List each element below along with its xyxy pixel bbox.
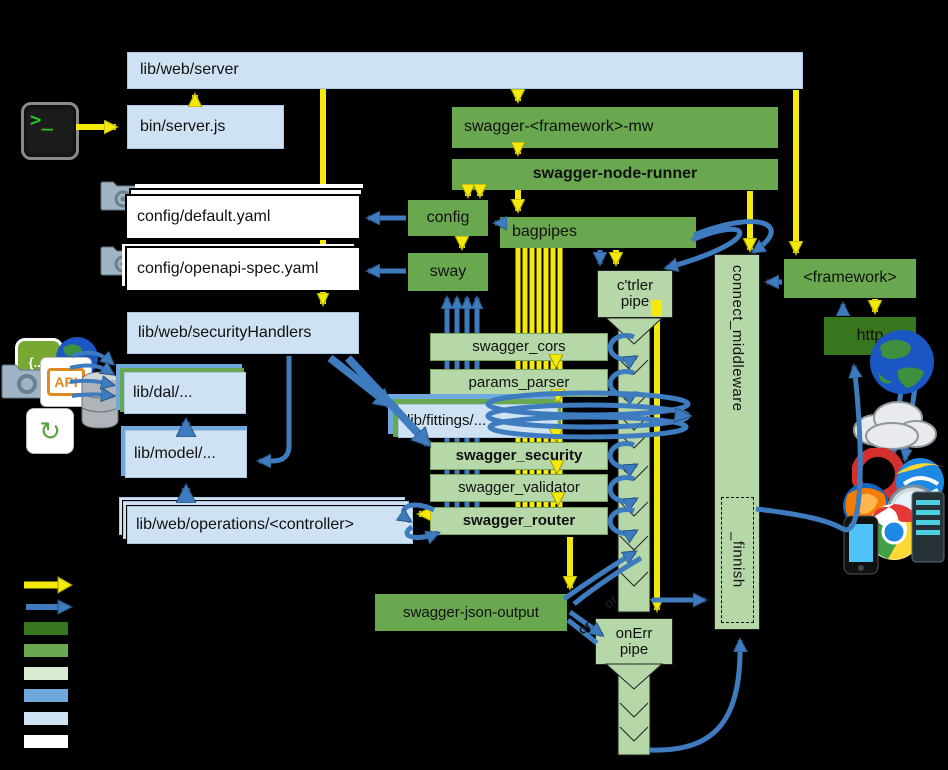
node-swagger-router: swagger_router bbox=[430, 507, 608, 535]
node-lib-fittings: lib/fittings/... bbox=[398, 404, 558, 438]
node-framework: <framework> bbox=[784, 259, 916, 298]
legend-swatch-pale-green bbox=[24, 667, 68, 680]
node-params-parser: params_parser bbox=[430, 369, 608, 397]
backend-icons-cluster: {...} API ↻ bbox=[0, 332, 125, 472]
node-swagger-framework-mw: swagger-<framework>-mw bbox=[452, 107, 778, 148]
phone-icon bbox=[843, 515, 879, 575]
folder-gear-icon bbox=[1, 364, 47, 399]
node-finnish: _finnish bbox=[721, 497, 754, 623]
legend-yellow-arrow bbox=[24, 576, 74, 594]
ctrler-chevron-column bbox=[604, 317, 664, 613]
node-swagger-security: swagger_security bbox=[430, 442, 608, 470]
node-security-handlers: lib/web/securityHandlers bbox=[127, 312, 359, 354]
node-swagger-json-output: swagger-json-output bbox=[375, 594, 567, 631]
node-ctrler-pipe: c'trler pipe bbox=[597, 270, 673, 318]
cloud-icon bbox=[853, 401, 937, 450]
node-config-module: config bbox=[408, 200, 488, 236]
recycle-sync-icon: ↻ bbox=[26, 408, 74, 454]
terminal-glyph: >_ bbox=[30, 109, 53, 131]
node-lib-web-server: lib/web/server bbox=[127, 52, 803, 89]
legend-swatch-medium-green bbox=[24, 644, 68, 657]
node-swagger-cors: swagger_cors bbox=[430, 333, 608, 361]
legend-swatch-pale-blue bbox=[24, 712, 68, 725]
node-onerr-pipe: onErr pipe bbox=[595, 618, 673, 665]
node-config-openapi-yaml: config/openapi-spec.yaml bbox=[125, 246, 361, 292]
node-lib-model: lib/model/... bbox=[125, 430, 247, 478]
server-tower-icon bbox=[911, 491, 945, 563]
node-bin-server-js: bin/server.js bbox=[127, 105, 284, 149]
terminal-icon: >_ bbox=[21, 102, 79, 160]
legend-swatch-dark-green bbox=[24, 622, 68, 635]
onerr-chevron-column bbox=[604, 663, 664, 756]
node-config-default-yaml: config/default.yaml bbox=[125, 194, 361, 240]
node-lib-dal: lib/dal/... bbox=[124, 372, 246, 414]
database-icon bbox=[81, 371, 119, 429]
node-swagger-validator: swagger_validator bbox=[430, 474, 608, 502]
legend-swatch-white bbox=[24, 735, 68, 748]
globe-icon bbox=[870, 330, 934, 394]
legend-blue-arrow bbox=[26, 599, 74, 615]
node-connect-middleware: connect_middleware bbox=[714, 254, 760, 630]
node-sway: sway bbox=[408, 253, 488, 291]
node-operations-controller: lib/web/operations/<controller> bbox=[126, 505, 414, 545]
node-swagger-node-runner: swagger-node-runner bbox=[452, 159, 778, 190]
node-bagpipes: bagpipes bbox=[500, 217, 696, 248]
browser-cluster-icon bbox=[840, 448, 948, 575]
legend-swatch-medium-blue bbox=[24, 689, 68, 702]
